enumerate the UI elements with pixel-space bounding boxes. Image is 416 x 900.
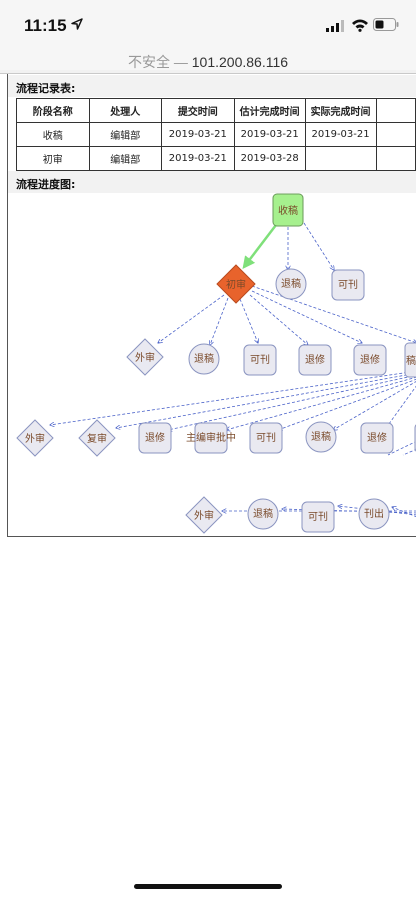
page-content: 流程记录表: 阶段名称 处理人 提交时间 估计完成时间 实际完成时间 收稿 编辑… [7,74,416,537]
table-row: 初审 编辑部 2019-03-21 2019-03-28 [16,146,416,171]
table-cell: 收稿 [16,122,90,147]
address-text[interactable]: 不安全 — 101.200.86.116 [0,52,416,72]
table-header-row: 阶段名称 处理人 提交时间 估计完成时间 实际完成时间 [16,98,416,123]
table-cell: 编辑部 [88,146,162,171]
node-published[interactable]: 刊出 [358,498,390,530]
table-row: 收稿 编辑部 2019-03-21 2019-03-21 2019-03-21 [16,122,416,147]
node-external-review[interactable]: 外审 [185,496,223,534]
table-cell [375,122,416,147]
node-receive[interactable]: 收稿 [272,193,304,227]
node-publishable[interactable]: 可刊 [243,344,277,376]
node-revise[interactable]: 退修 [138,422,172,454]
node-label: 退修 [367,431,387,444]
node-label: 外审 [135,351,155,364]
toolbar-divider [0,70,416,74]
node-revise[interactable]: 退修 [360,422,394,454]
node-label: 退修 [305,353,325,366]
active-edge [242,224,277,269]
clock-time: 11:15 [24,16,67,35]
node-external-review[interactable]: 外审 [16,419,54,457]
node-external-review[interactable]: 外审 [126,338,164,376]
node-reject[interactable]: 退稿 [275,268,307,300]
wifi-icon [352,19,368,32]
header-cell: 估计完成时间 [233,98,306,123]
table-cell: 2019-03-21 [233,122,306,147]
node-label: 可刊 [250,354,270,366]
node-revise[interactable]: 退修 [353,344,387,376]
node-label: 复审 [87,432,107,445]
node-reject[interactable]: 退稿 [188,343,220,375]
node-publishable[interactable]: 可刊 [301,501,335,533]
node-label: 退稿 [194,352,214,365]
header-cell [375,98,416,123]
address-bar[interactable]: 不安全 — 101.200.86.116 [0,52,416,70]
header-cell: 处理人 [88,98,162,123]
node-publishable[interactable]: 可刊 [249,422,283,454]
insecure-label: 不安全 — [127,54,188,70]
node-reject[interactable]: 退稿 [305,421,337,453]
node-re-review[interactable]: 复审 [78,419,116,457]
node-label: 稿 [406,354,416,367]
node-label: 外审 [25,432,45,445]
node-cut-off[interactable]: 稿 [404,342,416,378]
header-cell: 实际完成时间 [304,98,377,123]
node-first-review[interactable]: 初审 [216,264,256,304]
node-label: 退稿 [311,430,331,443]
home-indicator[interactable] [134,884,282,889]
flow-diagram: 收稿 初审 退稿 可刊 外审 退稿 [8,193,416,536]
location-arrow-icon [71,18,83,30]
node-chief-approval[interactable]: 主编审批中 [186,422,236,454]
node-label: 退稿 [281,277,301,290]
node-label: 退修 [145,431,165,444]
record-section-title: 流程记录表: [8,75,416,97]
table-cell: 初审 [16,146,90,171]
table-cell: 2019-03-28 [233,146,306,171]
table-cell: 2019-03-21 [160,122,235,147]
node-label: 可刊 [308,511,328,523]
cellular-signal-icon [326,20,344,32]
header-cell: 阶段名称 [16,98,90,123]
flow-diagram-canvas: 收稿 初审 退稿 可刊 外审 退稿 [16,193,416,534]
node-label: 主编审批中 [186,431,236,444]
node-label: 外审 [194,509,214,522]
node-revise[interactable]: 退修 [298,344,332,376]
node-label: 刊出 [364,507,384,520]
host-label: 101.200.86.116 [191,54,289,70]
node-label: 可刊 [338,279,358,291]
table-cell: 编辑部 [88,122,162,147]
table-cell [375,146,416,171]
battery-icon [373,18,399,31]
node-reject[interactable]: 退稿 [247,498,279,530]
table-cell [304,146,377,171]
node-publishable[interactable]: 可刊 [331,269,365,301]
node-label: 可刊 [256,432,276,444]
record-table: 阶段名称 处理人 提交时间 估计完成时间 实际完成时间 收稿 编辑部 2019-… [16,98,416,171]
node-label: 初审 [226,278,246,291]
table-cell: 2019-03-21 [160,146,235,171]
node-label: 收稿 [278,204,298,217]
header-cell: 提交时间 [160,98,235,123]
node-label: 退稿 [253,507,273,520]
table-cell: 2019-03-21 [304,122,377,147]
status-bar: 11:15 [0,0,416,52]
node-label: 退修 [360,353,380,366]
flow-section-title: 流程进度图: [8,171,416,193]
